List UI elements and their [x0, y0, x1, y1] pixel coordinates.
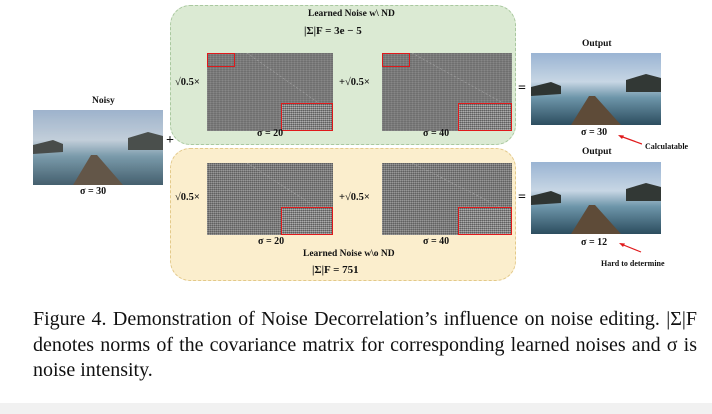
panel-with-nd-title: Learned Noise w\ ND [308, 9, 395, 19]
noise-image-sigma40-no-nd [382, 163, 512, 235]
noisy-title: Noisy [92, 96, 115, 106]
output-bottom-sigma: σ = 12 [581, 237, 607, 248]
coef-sqrt-half-1: √0.5× [175, 192, 200, 203]
crop-box-zoom [458, 103, 512, 131]
coef-sqrt-half-2: +√0.5× [339, 77, 370, 88]
arrow-icon [617, 240, 643, 254]
sigma-label-40-nd: σ = 40 [423, 128, 449, 139]
noise-image-sigma20-no-nd [207, 163, 333, 235]
coef-sqrt-half-2: +√0.5× [339, 192, 370, 203]
output-top-title: Output [582, 39, 612, 49]
figure-caption: Figure 4. Demonstration of Noise Decorre… [33, 307, 697, 384]
crop-box-small [382, 53, 410, 67]
arrow-icon [616, 132, 642, 146]
equals-sign-top: = [518, 81, 526, 97]
crop-box-zoom [281, 207, 333, 235]
panel-with-nd-norm: |Σ|F = 3e − 5 [304, 25, 362, 37]
noise-image-sigma40-nd [382, 53, 512, 131]
output-top-photo [531, 53, 661, 125]
output-top-note: Calculatable [645, 142, 688, 151]
sigma-label-40-no-nd: σ = 40 [423, 236, 449, 247]
noise-image-sigma20-nd [207, 53, 333, 131]
output-bottom-title: Output [582, 147, 612, 157]
crop-box-small [207, 53, 235, 67]
sigma-label-20-nd: σ = 20 [257, 128, 283, 139]
noisy-sigma: σ = 30 [80, 186, 106, 197]
crop-box-zoom [281, 103, 333, 131]
plus-sign: + [166, 133, 174, 149]
noisy-photo [33, 110, 163, 185]
sigma-label-20-no-nd: σ = 20 [258, 236, 284, 247]
crop-box-zoom [458, 207, 512, 235]
coef-sqrt-half-1: √0.5× [175, 77, 200, 88]
output-top-sigma: σ = 30 [581, 127, 607, 138]
output-bottom-photo [531, 162, 661, 234]
output-bottom-note: Hard to determine [601, 259, 665, 268]
panel-without-nd-title: Learned Noise w\o ND [303, 249, 395, 259]
panel-without-nd-norm: |Σ|F = 751 [312, 264, 359, 276]
footer-band [0, 403, 712, 414]
equals-sign-bottom: = [518, 190, 526, 206]
